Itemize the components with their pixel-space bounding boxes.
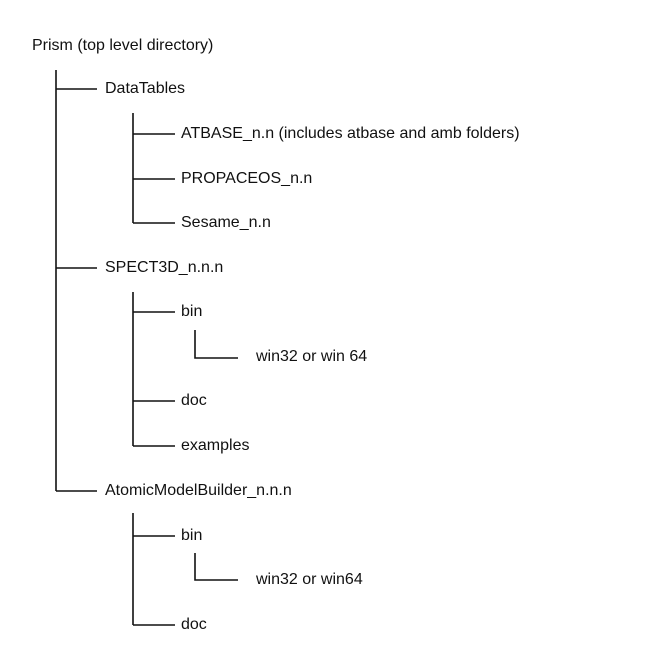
folder-spect3d-doc: doc bbox=[181, 392, 207, 409]
folder-spect3d: SPECT3D_n.n.n bbox=[105, 259, 224, 276]
folder-amb-doc: doc bbox=[181, 616, 207, 633]
spect3d-connector bbox=[132, 292, 175, 447]
folder-sesame: Sesame_n.n bbox=[181, 214, 271, 231]
spect3d-bin-connector bbox=[194, 330, 238, 359]
folder-atbase: ATBASE_n.n (includes atbase and amb fold… bbox=[181, 125, 520, 142]
folder-spect3d-bin: bin bbox=[181, 303, 203, 320]
folder-propaceos: PROPACEOS_n.n bbox=[181, 170, 313, 187]
amb-bin-connector bbox=[194, 553, 238, 581]
folder-amb-bin: bin bbox=[181, 527, 203, 544]
folder-amb-win: win32 or win64 bbox=[256, 571, 363, 588]
folder-spect3d-win: win32 or win 64 bbox=[256, 348, 368, 365]
folder-spect3d-examples: examples bbox=[181, 437, 250, 454]
folder-amb: AtomicModelBuilder_n.n.n bbox=[105, 482, 292, 499]
datatables-connector bbox=[132, 113, 175, 224]
amb-connector bbox=[132, 513, 175, 626]
root-label: Prism (top level directory) bbox=[32, 37, 214, 54]
root-connector bbox=[55, 70, 97, 492]
folder-datatables: DataTables bbox=[105, 80, 186, 97]
